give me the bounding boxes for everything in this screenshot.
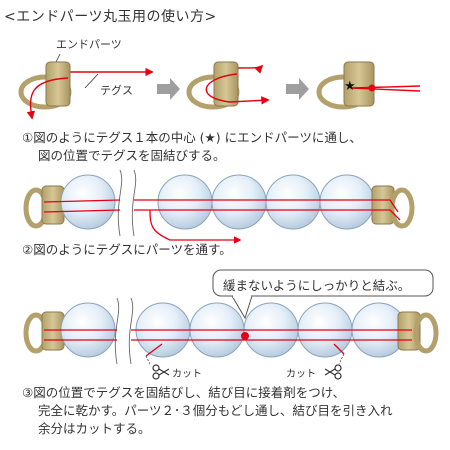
label-leader-tegusu: [84, 73, 99, 89]
break-mark: [131, 169, 137, 237]
break-gap: [118, 170, 136, 236]
end-part-ring: [389, 187, 415, 229]
break-gap: [116, 298, 132, 364]
end-part-cap: [213, 61, 239, 107]
bubble-box: [212, 269, 434, 297]
end-part-cap: [45, 61, 71, 107]
tegusu-line-upper: [43, 199, 399, 213]
bead: [265, 174, 321, 230]
arrow-right-1: [157, 78, 180, 100]
arrow-right-2: [286, 78, 309, 100]
bead: [319, 174, 375, 230]
step3-text-line3: 余分はカットする。: [38, 421, 151, 436]
tegusu-cut-end: [333, 343, 345, 355]
tegusu-line-return: [205, 73, 270, 105]
tegusu-line-lower: [43, 209, 401, 221]
bead: [60, 174, 116, 230]
step2-figure: [23, 169, 415, 244]
bubble-text: 緩まないようにしっかりと結ぶ。: [223, 278, 411, 293]
bead: [157, 174, 213, 230]
cut-label-right: カット: [286, 369, 316, 380]
step3-text-line2: 完全に乾かす。パーツ２･３個分もどし通し、結び目を引き入れ: [38, 403, 393, 418]
tegusu-line-down: [26, 77, 69, 120]
cut-leader: [145, 355, 151, 365]
bead-row: [60, 302, 407, 358]
cut-leader: [338, 353, 345, 365]
knot-dot: [241, 332, 249, 340]
scissors-icon: [324, 364, 342, 380]
break-mark: [114, 297, 120, 365]
step1-text-line2: 図の位置でテグスを固結びする。: [38, 148, 226, 163]
step2-text: ②図のようにテグスにパーツを通す。: [22, 242, 232, 257]
step1-figure-b: [186, 61, 270, 110]
break-mark: [128, 297, 134, 365]
knot-dot: [368, 84, 376, 92]
step3-text-line1: ③図の位置でテグスを固結びし、結び目に接着剤をつけ、: [22, 385, 346, 400]
end-part-cap: [343, 61, 375, 107]
scissors-icon: [152, 364, 170, 380]
step1-figure-c: [316, 61, 421, 110]
bead-row: [60, 174, 375, 230]
step1-text-line1: ①図のようにテグス１本の中心 (★) にエンドパーツに通し、: [22, 130, 362, 145]
cut-label-left: カット: [172, 369, 202, 380]
label-end-part: エンドパーツ: [56, 38, 122, 51]
step3-figure: [23, 297, 439, 365]
break-mark: [117, 169, 123, 237]
end-part-ring: [413, 312, 439, 354]
label-tegusu: テグス: [100, 84, 133, 97]
bead: [211, 174, 267, 230]
tegusu-line-tail: [149, 209, 242, 244]
bubble-tail: [231, 295, 253, 320]
star-mark: ★: [344, 79, 356, 94]
step1-figure-a: [18, 53, 154, 120]
page-title: <エンドパーツ丸玉用の使い方>: [4, 9, 217, 25]
speech-bubble: [212, 269, 434, 320]
tegusu-line: [236, 64, 264, 74]
tegusu-cut-end: [145, 343, 163, 357]
tegusu-line: [351, 87, 421, 92]
tegusu-line: [351, 85, 421, 89]
